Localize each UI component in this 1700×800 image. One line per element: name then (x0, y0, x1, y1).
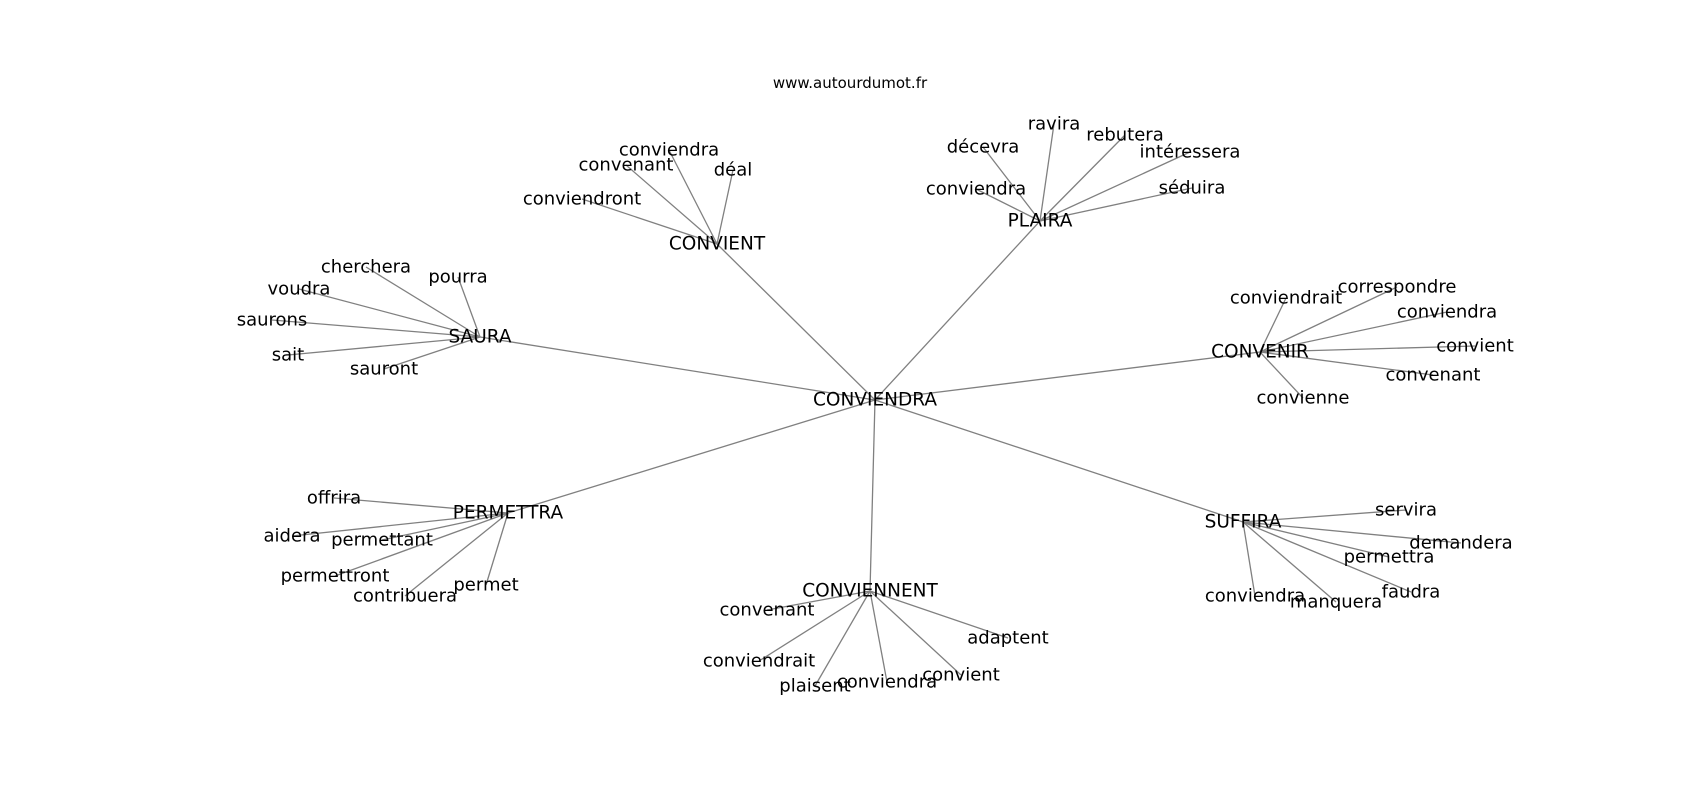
edge-plaira-leaf-5 (1039, 187, 1193, 222)
edge-plaira-leaf-2 (982, 146, 1041, 222)
edge-conviennent-leaf-0 (766, 590, 871, 611)
node-leaf-conviennent-5[interactable]: conviendra (837, 672, 937, 693)
node-hub-convient[interactable]: CONVIENT (669, 234, 766, 255)
node-leaf-plaira-3[interactable]: intéressera (1140, 142, 1241, 163)
node-leaf-saura-0[interactable]: cherchera (321, 257, 411, 278)
node-leaf-permettra-0[interactable]: offrira (307, 488, 361, 509)
labels-layer: CONVIENDRA SAURA cherchera pourra voudra saur… (237, 114, 1514, 697)
node-leaf-conviennent-0[interactable]: convenant (720, 600, 815, 621)
edge-convient-leaf-1 (625, 164, 718, 245)
node-leaf-permettra-1[interactable]: aidera (264, 526, 321, 547)
node-leaf-plaira-0[interactable]: ravira (1028, 114, 1081, 135)
node-leaf-saura-4[interactable]: sait (272, 345, 304, 366)
edge-saura-leaf-5 (383, 336, 481, 370)
node-leaf-saura-2[interactable]: voudra (268, 279, 331, 300)
edge-center-permettra (507, 399, 876, 514)
node-leaf-convenir-1[interactable]: correspondre (1338, 277, 1457, 298)
node-leaf-suffira-5[interactable]: conviendra (1205, 586, 1305, 607)
node-leaf-permettra-5[interactable]: permet (453, 575, 518, 596)
node-leaf-convient-0[interactable]: conviendra (619, 140, 719, 161)
edge-permettra-leaf-4 (404, 512, 509, 597)
node-leaf-convenir-3[interactable]: convient (1436, 336, 1514, 357)
edge-saura-leaf-4 (287, 336, 481, 356)
edge-center-saura (479, 336, 876, 401)
edge-conviennent-leaf-5 (869, 590, 888, 683)
node-leaf-convenir-4[interactable]: convenant (1386, 365, 1481, 386)
node-leaf-permettra-4[interactable]: contribuera (353, 586, 457, 607)
node-leaf-convient-2[interactable]: déal (714, 160, 753, 181)
edge-permettra-leaf-3 (334, 512, 509, 577)
node-leaf-plaira-4[interactable]: conviendra (926, 179, 1026, 200)
edge-convenir-leaf-2 (1259, 311, 1448, 353)
node-hub-convenir[interactable]: CONVENIR (1211, 342, 1309, 363)
node-leaf-conviennent-2[interactable]: conviendrait (703, 651, 815, 672)
edge-center-conviennent (869, 399, 876, 592)
node-leaf-conviennent-1[interactable]: adaptent (967, 628, 1049, 649)
edge-center-convenir (874, 351, 1261, 401)
edge-suffira-leaf-2 (1242, 521, 1390, 558)
node-leaf-saura-5[interactable]: sauront (350, 359, 418, 380)
edge-suffira-leaf-5 (1242, 521, 1256, 597)
edge-permettra-leaf-5 (485, 512, 509, 586)
edge-suffira-leaf-1 (1242, 521, 1462, 544)
node-hub-plaira[interactable]: PLAIRA (1008, 211, 1073, 232)
node-leaf-suffira-3[interactable]: faudra (1382, 582, 1441, 603)
edge-plaira-leaf-4 (975, 188, 1041, 222)
edge-conviennent-leaf-4 (814, 590, 871, 687)
node-leaf-suffira-0[interactable]: servira (1375, 500, 1437, 521)
edge-convient-leaf-2 (716, 169, 734, 245)
edge-convient-leaf-0 (668, 149, 718, 245)
edge-plaira-leaf-3 (1039, 151, 1191, 222)
node-hub-suffira[interactable]: SUFFIRA (1205, 512, 1282, 533)
edge-convenir-leaf-4 (1259, 351, 1434, 376)
node-center[interactable]: CONVIENDRA (813, 390, 937, 411)
edge-saura-leaf-2 (298, 288, 481, 338)
node-hub-conviennent[interactable]: CONVIENNENT (802, 581, 938, 602)
edge-permettra-leaf-2 (381, 512, 509, 541)
node-leaf-permettra-2[interactable]: permettant (331, 530, 433, 551)
edge-suffira-leaf-3 (1242, 521, 1412, 593)
node-leaf-convenir-2[interactable]: conviendra (1397, 302, 1497, 323)
edge-convenir-leaf-0 (1259, 297, 1287, 353)
edge-center-suffira (874, 399, 1244, 523)
edge-convenir-leaf-3 (1259, 345, 1476, 353)
edge-suffira-leaf-0 (1242, 509, 1407, 523)
edge-saura-leaf-0 (365, 266, 481, 338)
node-leaf-convenir-0[interactable]: conviendrait (1230, 288, 1342, 309)
edge-suffira-leaf-4 (1242, 521, 1337, 603)
node-leaf-conviennent-3[interactable]: convient (922, 665, 1000, 686)
node-leaf-conviennent-4[interactable]: plaisent (779, 676, 850, 697)
edge-permettra-leaf-1 (291, 512, 509, 537)
node-leaf-convenir-5[interactable]: convienne (1257, 388, 1350, 409)
node-leaf-convient-1[interactable]: convenant (579, 155, 674, 176)
edge-plaira-leaf-1 (1039, 134, 1126, 222)
edge-convenir-leaf-1 (1259, 286, 1398, 353)
edge-plaira-leaf-0 (1039, 123, 1055, 222)
node-hub-saura[interactable]: SAURA (448, 327, 511, 348)
site-title[interactable]: www.autourdumot.fr (773, 74, 928, 92)
node-leaf-suffira-1[interactable]: demandera (1409, 533, 1512, 554)
edge-conviennent-leaf-3 (869, 590, 962, 676)
edges-layer (271, 123, 1476, 687)
node-hub-permettra[interactable]: PERMETTRA (453, 503, 564, 524)
edge-saura-leaf-1 (457, 276, 481, 338)
node-leaf-suffira-2[interactable]: permettra (1344, 547, 1435, 568)
edge-conviennent-leaf-2 (758, 590, 871, 662)
node-leaf-permettra-3[interactable]: permettront (281, 566, 390, 587)
edge-convient-leaf-3 (581, 198, 718, 245)
node-leaf-plaira-2[interactable]: décevra (947, 137, 1020, 158)
edge-center-convient (716, 243, 876, 401)
node-leaf-suffira-4[interactable]: manquera (1290, 592, 1382, 613)
node-leaf-convient-3[interactable]: conviendront (523, 189, 641, 210)
edge-convenir-leaf-5 (1259, 351, 1304, 399)
node-leaf-saura-1[interactable]: pourra (428, 267, 487, 288)
node-leaf-plaira-1[interactable]: rebutera (1086, 125, 1163, 146)
node-leaf-saura-3[interactable]: saurons (237, 310, 308, 331)
node-leaf-plaira-5[interactable]: séduira (1159, 178, 1226, 199)
edge-conviennent-leaf-1 (869, 590, 1009, 639)
edge-center-plaira (874, 220, 1041, 401)
edge-permettra-leaf-0 (333, 497, 509, 514)
edge-saura-leaf-3 (271, 319, 481, 338)
